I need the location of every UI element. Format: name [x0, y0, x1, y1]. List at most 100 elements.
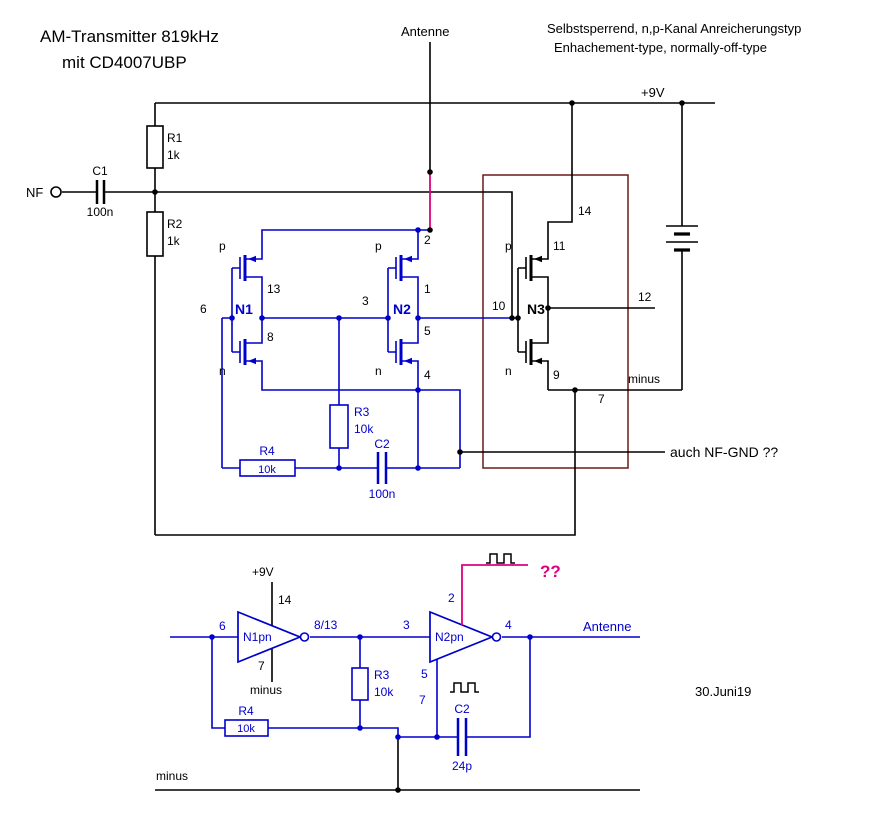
junction-dots-top — [152, 100, 685, 471]
title-line1: AM-Transmitter 819kHz — [40, 27, 219, 46]
battery-short-plates — [674, 232, 690, 252]
n2-pin-4: 4 — [424, 368, 431, 382]
r3-body — [329, 404, 349, 449]
c2-name: C2 — [454, 702, 470, 716]
n3-pin-12: 12 — [638, 290, 652, 304]
leads — [401, 322, 419, 382]
n2-pin-2: 2 — [424, 233, 431, 247]
r1-value: 1k — [167, 148, 181, 162]
inv2-pin-4: 4 — [505, 618, 512, 632]
antenna-label-bottom: Antenne — [583, 619, 631, 634]
source-arrow — [534, 357, 542, 365]
inverter-bubble — [491, 632, 502, 642]
inv2-pin-3: 3 — [403, 618, 410, 632]
battery-9v — [666, 225, 698, 252]
magenta-pin2-link — [461, 564, 528, 625]
n1-nmos — [239, 322, 263, 382]
r3-name: R3 — [374, 668, 390, 682]
r3-value: 10k — [354, 422, 374, 436]
junction-dot — [427, 227, 433, 233]
n3-p-label: p — [505, 239, 512, 253]
n3-nmos — [525, 322, 549, 382]
junction-dot — [415, 465, 421, 471]
n3-pin-9: 9 — [553, 368, 560, 382]
leads — [531, 238, 549, 298]
n1-name: N1 — [235, 301, 253, 317]
r2-name: R2 — [167, 217, 183, 231]
maroon-question-loop — [482, 174, 629, 469]
junction-dot — [569, 100, 575, 106]
junction-dot — [385, 315, 391, 321]
top-schematic: NF C1 100n R1 1k R2 1k — [26, 21, 801, 536]
resistor-r1: R1 1k — [146, 125, 183, 169]
resistor-r2: R2 1k — [146, 211, 183, 257]
junction-dot — [572, 387, 578, 393]
r3-value: 10k — [374, 685, 394, 699]
note-line1: Selbstsperrend, n,p-Kanal Anreicherungst… — [547, 21, 801, 36]
n2-pmos — [395, 238, 419, 298]
capacitor-c2: C2 100n — [369, 437, 396, 501]
date-label: 30.Juni19 — [695, 684, 751, 699]
battery-long-plates — [666, 225, 698, 243]
junction-dot — [229, 315, 235, 321]
minus-label-rail: minus — [156, 769, 188, 783]
square-wave-icon — [450, 682, 479, 693]
n3-pin-7: 7 — [598, 392, 605, 406]
inv1-name: N1pn — [243, 630, 272, 644]
c2-plates — [376, 452, 388, 484]
title-line2: mit CD4007UBP — [62, 53, 187, 72]
n2-nmos — [395, 322, 419, 382]
junction-dot — [427, 169, 433, 175]
n2-pin-1: 1 — [424, 282, 431, 296]
resistor-r4: R4 10k — [239, 444, 296, 477]
black-wires-bottom — [155, 582, 640, 791]
r4-body — [224, 719, 269, 737]
junction-dot — [415, 227, 421, 233]
n2-name: N2 — [393, 301, 411, 317]
junction-dot — [336, 465, 342, 471]
source-arrow — [248, 357, 256, 365]
supply-label-top: +9V — [641, 85, 665, 100]
n1-pin-6: 6 — [200, 302, 207, 316]
n2-pin-3: 3 — [362, 294, 369, 308]
supply-label-bottom: +9V — [252, 565, 274, 579]
junction-dot — [415, 315, 421, 321]
r4-name: R4 — [238, 704, 254, 718]
junction-dot — [357, 634, 363, 640]
nf-label: NF — [26, 185, 43, 200]
n1-p-label: p — [219, 239, 226, 253]
junction-dots-bottom — [209, 634, 533, 793]
n3-pmos — [525, 238, 549, 298]
r4-name: R4 — [259, 444, 275, 458]
r1-name: R1 — [167, 131, 183, 145]
junction-dot — [434, 734, 440, 740]
n1-pin-13: 13 — [267, 282, 281, 296]
nf-terminal — [50, 186, 62, 198]
note-line2: Enhachement-type, normally-off-type — [554, 40, 767, 55]
n2-pin-5: 5 — [424, 324, 431, 338]
square-wave-icon — [486, 553, 515, 564]
inv1-pin-14: 14 — [278, 593, 292, 607]
r3-body — [351, 667, 369, 701]
source-arrow — [534, 255, 542, 263]
blue-wires — [221, 229, 518, 469]
minus-label-top: minus — [628, 372, 660, 386]
junction-dot — [415, 387, 421, 393]
junction-dot — [457, 449, 463, 455]
bottom-schematic: R3 10k R4 10k C2 24p +9V 14 6 N1pn 8/13 … — [155, 553, 751, 793]
resistor-r3: R3 10k — [329, 404, 374, 449]
question-marks: ?? — [540, 562, 561, 581]
source-arrow — [404, 357, 412, 365]
n3-pin-10: 10 — [492, 299, 506, 313]
resistor-r3-bottom: R3 10k — [351, 667, 394, 701]
capacitor-c2-bottom: C2 24p — [452, 702, 472, 773]
junction-dot — [152, 189, 158, 195]
r3-name: R3 — [354, 405, 370, 419]
c1-value: 100n — [87, 205, 114, 219]
source-arrow — [404, 255, 412, 263]
n2-p-label: p — [375, 239, 382, 253]
r4-value: 10k — [237, 723, 255, 735]
junction-dot — [545, 305, 551, 311]
c2-plates — [456, 718, 468, 756]
